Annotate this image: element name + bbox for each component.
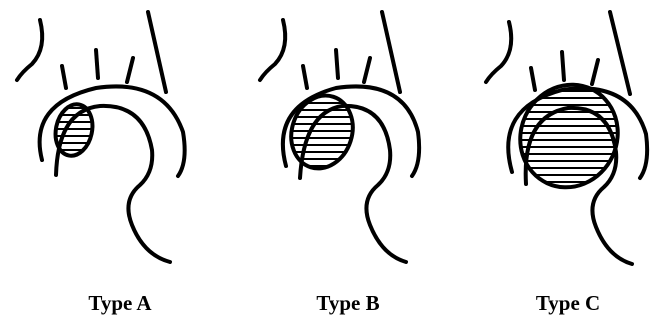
vessel-left: [486, 22, 511, 82]
vessel-right: [148, 12, 166, 92]
vessel-left: [260, 20, 285, 80]
label-type-c: Type C: [478, 290, 653, 316]
panel-type-a: [17, 12, 185, 262]
branch-vessel: [303, 66, 307, 88]
branch-vessel: [62, 66, 66, 88]
branch-vessel: [364, 58, 370, 82]
label-type-b: Type B: [258, 290, 438, 316]
branch-vessel: [592, 60, 598, 84]
panel-type-c: [486, 12, 647, 264]
vessel-right: [610, 12, 630, 94]
vessel-right: [382, 12, 400, 92]
label-type-a: Type A: [30, 290, 210, 316]
branch-vessel: [96, 50, 98, 78]
branch-vessel: [127, 58, 133, 82]
branch-vessel: [562, 52, 564, 80]
aortic-arch-outer: [40, 86, 185, 176]
branch-vessel: [531, 68, 535, 90]
branch-vessel: [336, 50, 338, 78]
vessel-left: [17, 20, 42, 80]
